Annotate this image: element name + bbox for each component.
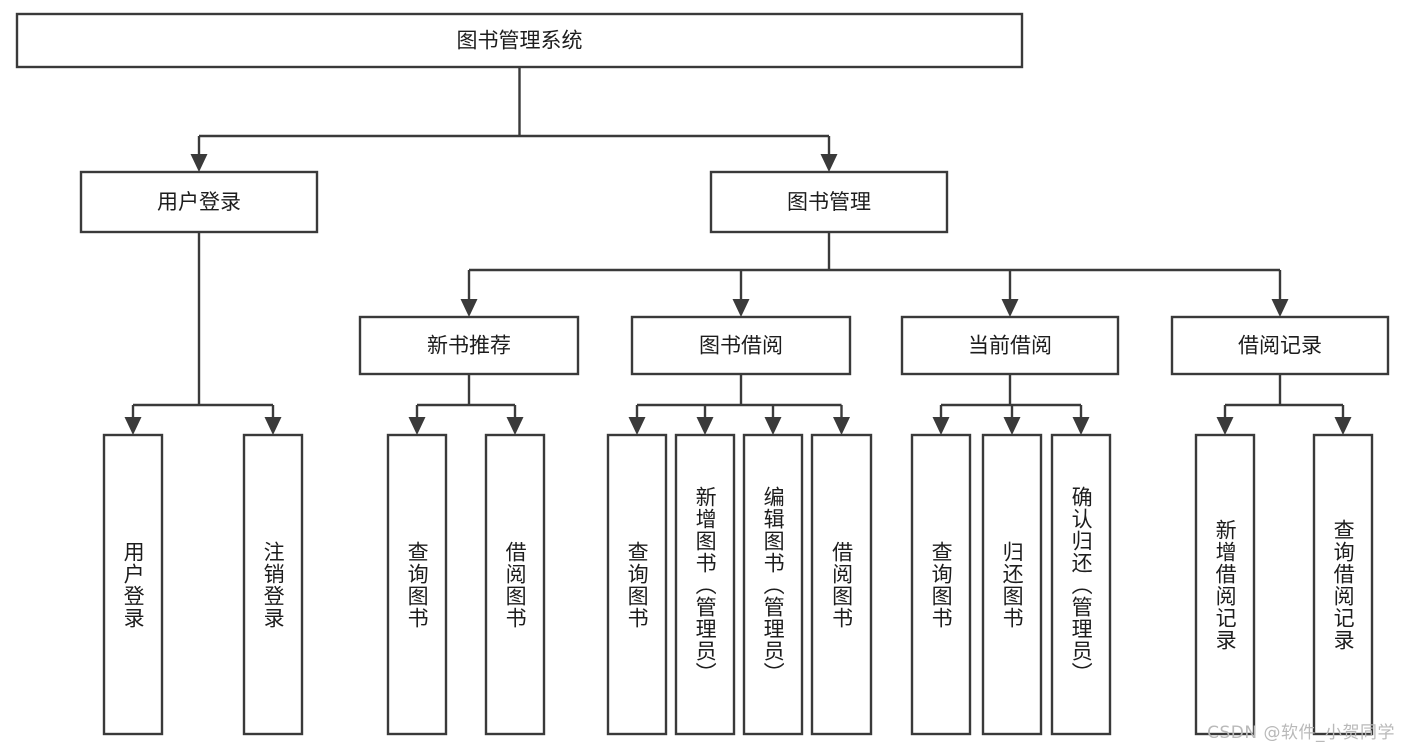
node-box-leaf-borrow-book[interactable] (810, 433, 873, 736)
node-box-leaf-borrow-book-recommend[interactable] (484, 433, 546, 736)
node-label-new-book-recommend: 新书推荐 (427, 334, 511, 358)
edge-book-borrow-to-leaf-borrow-book-arrowhead (833, 417, 850, 435)
node-box-user-login[interactable] (79, 170, 319, 234)
edge-book-manage-to-new-book-recommend-arrowhead (460, 299, 478, 317)
node-box-leaf-user-login[interactable] (102, 433, 164, 736)
node-box-leaf-add-borrow-record[interactable] (1194, 433, 1256, 736)
node-box-borrow-record[interactable] (1170, 315, 1390, 376)
edge-book-manage-to-book-borrow-arrowhead (732, 299, 750, 317)
node-label-user-login: 用户登录 (157, 190, 241, 214)
node-box-leaf-confirm-return[interactable] (1050, 433, 1112, 736)
edge-book-borrow-to-leaf-query-book-borrow-arrowhead (628, 417, 646, 435)
node-box-leaf-logout[interactable] (242, 433, 304, 736)
edge-book-manage-to-current-borrow-arrowhead (1001, 299, 1019, 317)
watermark-text: CSDN @软件_小贺同学 (1207, 723, 1395, 743)
node-label-root: 图书管理系统 (457, 29, 583, 53)
edge-root-to-book-manage-arrowhead (820, 154, 838, 172)
node-box-root[interactable] (15, 12, 1024, 69)
node-box-new-book-recommend[interactable] (358, 315, 580, 376)
node-box-book-manage[interactable] (709, 170, 949, 234)
node-box-leaf-query-borrow-record[interactable] (1312, 433, 1374, 736)
node-box-leaf-query-book-current[interactable] (910, 433, 972, 736)
edge-new-book-recommend-to-leaf-borrow-book-recommend-arrowhead (506, 417, 524, 435)
edge-borrow-record-to-leaf-query-borrow-record-arrowhead (1334, 417, 1352, 435)
edge-book-borrow-to-leaf-edit-book-arrowhead (764, 417, 782, 435)
node-box-leaf-return-book[interactable] (981, 433, 1043, 736)
node-label-borrow-record: 借阅记录 (1238, 334, 1322, 358)
edge-book-borrow-to-leaf-add-book-arrowhead (696, 417, 714, 435)
edge-user-login-to-leaf-logout-arrowhead (264, 417, 282, 435)
node-label-book-manage: 图书管理 (787, 190, 871, 214)
edge-current-borrow-to-leaf-query-book-current-arrowhead (932, 417, 950, 435)
node-box-leaf-add-book[interactable] (674, 433, 736, 736)
node-label-current-borrow: 当前借阅 (968, 334, 1052, 358)
edge-book-manage-to-borrow-record-arrowhead (1271, 299, 1289, 317)
edge-current-borrow-to-leaf-confirm-return-arrowhead (1072, 417, 1090, 435)
edge-new-book-recommend-to-leaf-query-book-recommend-arrowhead (408, 417, 426, 435)
connector-edges (124, 67, 1352, 435)
edge-current-borrow-to-leaf-return-book-arrowhead (1003, 417, 1021, 435)
node-box-leaf-query-book-recommend[interactable] (386, 433, 448, 736)
node-box-leaf-query-book-borrow[interactable] (606, 433, 668, 736)
node-label-book-borrow: 图书借阅 (699, 334, 783, 358)
node-box-current-borrow[interactable] (900, 315, 1120, 376)
edge-user-login-to-leaf-user-login-arrowhead (124, 417, 142, 435)
edge-borrow-record-to-leaf-add-borrow-record-arrowhead (1216, 417, 1234, 435)
edge-root-to-user-login-arrowhead (190, 154, 208, 172)
node-box-leaf-edit-book[interactable] (742, 433, 804, 736)
node-box-book-borrow[interactable] (630, 315, 852, 376)
